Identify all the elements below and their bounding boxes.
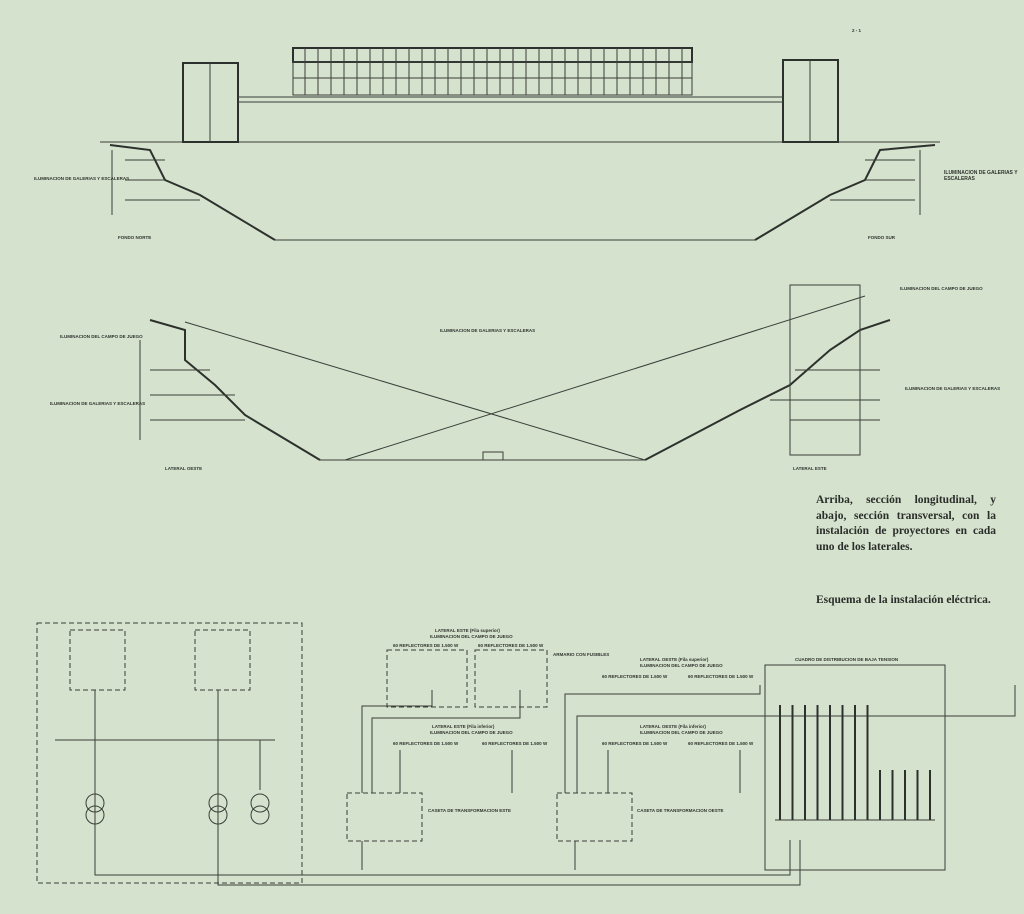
lower-row-cables	[399, 750, 741, 793]
east-transformer-label: CASETA DE TRANSFORMACION ESTE	[428, 808, 511, 813]
east-gallery-lighting-note: ILUMINACION DE GALERIAS Y ESCALERAS	[905, 386, 1000, 391]
west-gallery-lighting-note: ILUMINACION DE GALERIAS Y ESCALERAS	[50, 401, 145, 406]
note-right: ILUMINACION DE GALERIAS Y ESCALERAS	[944, 170, 1018, 182]
group-subtitle: ILUMINACION DEL CAMPO DE JUEGO	[640, 663, 723, 668]
substation-box	[36, 622, 303, 884]
truss-ticks	[304, 48, 683, 95]
page-marker: 2 - 1	[852, 28, 862, 33]
light-beam	[344, 295, 866, 461]
group-subtitle: ILUMINACION DEL CAMPO DE JUEGO	[430, 634, 513, 639]
group-subtitle: ILUMINACION DEL CAMPO DE JUEGO	[640, 730, 723, 735]
reflector-count: 60 REFLECTORES DE 1.500 W	[688, 674, 754, 679]
east-transformer-house	[346, 792, 423, 842]
west-stand	[149, 319, 321, 461]
west-transformer-label: CASETA DE TRANSFORMACION OESTE	[637, 808, 724, 813]
east-stand-floors	[770, 369, 880, 421]
west-transformer-house	[556, 792, 633, 842]
transformer-symbol	[208, 793, 228, 813]
west-stand-floors	[139, 340, 245, 440]
group-subtitle: ILUMINACION DEL CAMPO DE JUEGO	[430, 730, 513, 735]
east-stand	[644, 319, 891, 461]
reflector-count: 60 REFLECTORES DE 1.500 W	[602, 674, 668, 679]
light-beam	[184, 321, 646, 461]
south-stand	[754, 144, 936, 241]
west-field-lighting-note: ILUMINACION DEL CAMPO DE JUEGO	[60, 334, 143, 339]
transverse-section: LATERAL OESTE LATERAL ESTE ILUMINACION D…	[50, 284, 1000, 471]
reflector-group-box	[474, 649, 548, 708]
reflector-count: 60 REFLECTORES DE 1.500 W	[393, 643, 459, 648]
north-stand-floors	[111, 150, 200, 215]
distribution-board-title: CUADRO DE DISTRIBUCION DE BAJA TENSION	[795, 657, 898, 662]
upper-row-cables	[361, 685, 1016, 793]
center-lighting-note: ILUMINACION DE GALERIAS Y ESCALERAS	[440, 328, 535, 333]
reflector-count: 60 REFLECTORES DE 1.500 W	[482, 741, 548, 746]
south-stand-floors	[830, 150, 921, 215]
fuse-note: ARMARIO CON FUSIBLES	[553, 652, 609, 657]
transformer-symbol	[85, 793, 105, 813]
fondo-sur-label: FONDO SUR	[868, 235, 896, 240]
reflector-count: 60 REFLECTORES DE 1.500 W	[602, 741, 668, 746]
reflector-count: 60 REFLECTORES DE 1.500 W	[393, 741, 459, 746]
truss-top-chord	[292, 47, 693, 63]
electrical-caption: Esquema de la instalación eléctrica.	[816, 594, 991, 606]
incoming-cell	[194, 629, 251, 691]
incoming-cell	[69, 629, 126, 691]
group-title: LATERAL ESTE (Fila superior)	[435, 628, 500, 633]
transformer-symbol	[85, 805, 105, 825]
fondo-norte-label: FONDO NORTE	[118, 235, 151, 240]
lateral-este-label: LATERAL ESTE	[793, 466, 827, 471]
group-title: LATERAL OESTE (Fila inferior)	[640, 724, 706, 729]
transformer-symbol	[250, 793, 270, 813]
sections-caption: Arriba, sección longitudinal, y abajo, s…	[816, 494, 996, 553]
feeder-lines	[779, 705, 931, 820]
reflector-count: 60 REFLECTORES DE 1.500 W	[478, 643, 544, 648]
longitudinal-section: FONDO NORTE FONDO SUR ILUMINACION DE GAL…	[34, 47, 940, 241]
electrical-scheme: LATERAL ESTE (Fila superior) ILUMINACION…	[36, 622, 1016, 886]
substation-busbars	[55, 690, 275, 860]
east-field-lighting-note: ILUMINACION DEL CAMPO DE JUEGO	[900, 286, 983, 291]
note-left: ILUMINACION DE GALERIAS Y ESCALERAS	[34, 176, 129, 181]
north-stand	[109, 144, 276, 241]
transformer-symbol	[250, 805, 270, 825]
goal	[482, 451, 504, 461]
lateral-oeste-label: LATERAL OESTE	[165, 466, 202, 471]
reflector-count: 60 REFLECTORES DE 1.500 W	[688, 741, 754, 746]
reflector-group-box	[386, 649, 468, 708]
main-feed-cables	[94, 840, 801, 886]
group-title: LATERAL OESTE (Fila superior)	[640, 657, 709, 662]
group-title: LATERAL ESTE (Fila inferior)	[432, 724, 495, 729]
roof-truss	[292, 47, 693, 96]
transformer-symbol	[208, 805, 228, 825]
distribution-board	[764, 664, 946, 871]
